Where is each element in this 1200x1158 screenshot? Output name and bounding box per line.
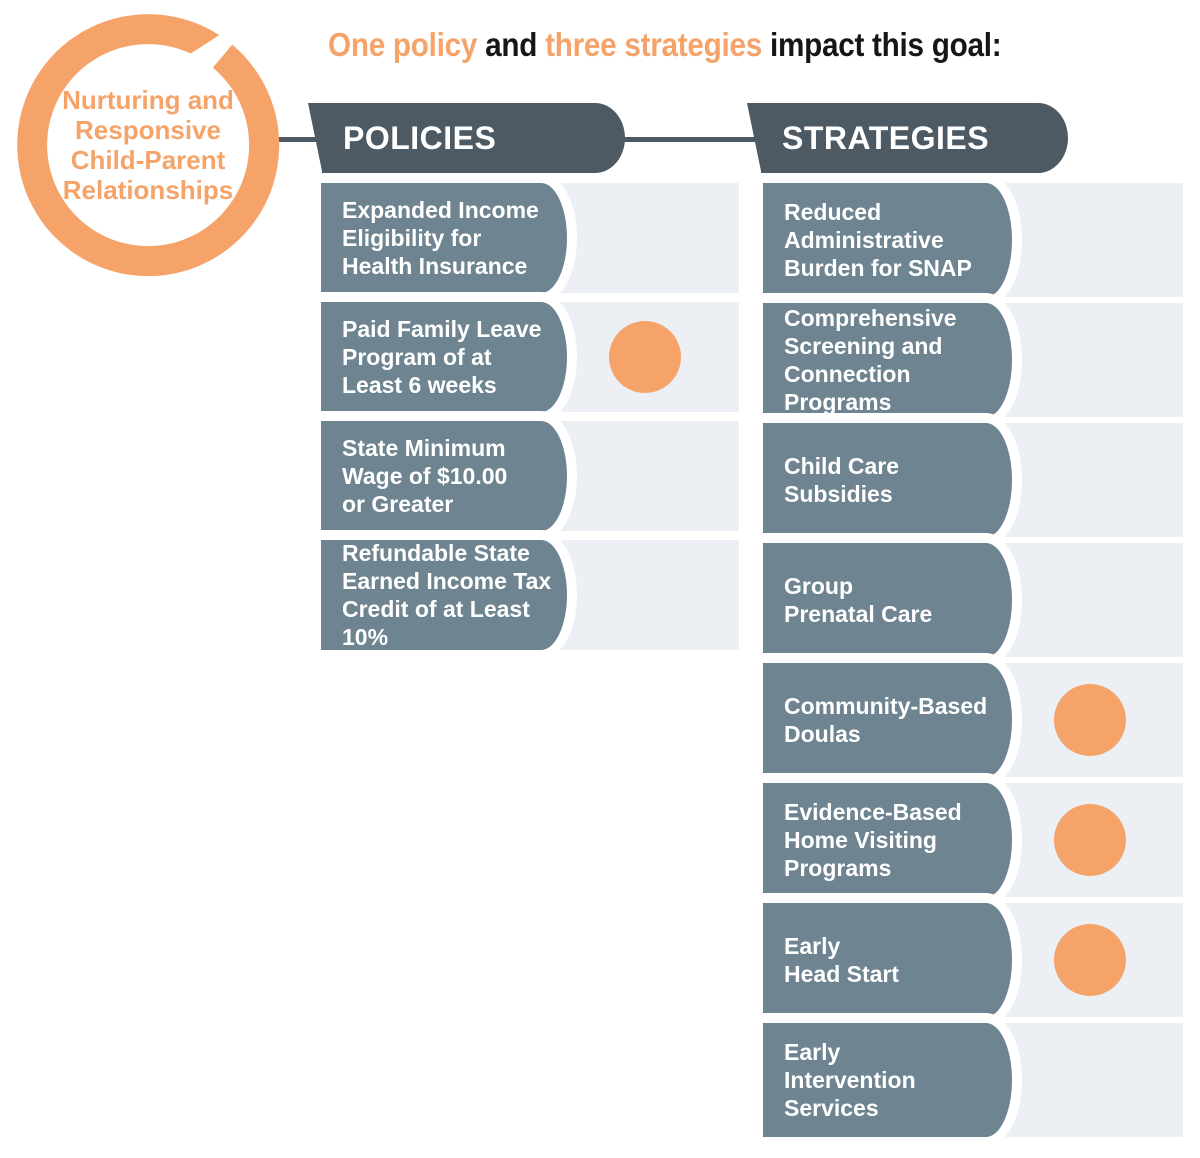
strategies-header-banner: STRATEGIES (747, 103, 1068, 173)
policy-row-eitc: Refundable State Earned Income Tax Credi… (321, 540, 739, 650)
row-track (997, 303, 1183, 417)
highlight-dot (1054, 684, 1126, 756)
row-track (997, 183, 1183, 297)
row-tab: Early Head Start (763, 903, 1012, 1017)
row-label: Evidence-Based Home Visiting Programs (784, 799, 962, 881)
row-label: State Minimum Wage of $10.00 or Greater (342, 435, 508, 517)
row-tab: Refundable State Earned Income Tax Credi… (321, 540, 567, 650)
title-segment-three-strategies: three strategies (545, 26, 770, 63)
title-segment-impact: impact this goal: (769, 26, 1002, 63)
policy-row-expanded-income: Expanded Income Eligibility for Health I… (321, 183, 739, 293)
row-tab: Community-Based Doulas (763, 663, 1012, 777)
row-track (997, 423, 1183, 537)
strategies-column: Reduced Administrative Burden for SNAP C… (763, 183, 1183, 1137)
row-label: Comprehensive Screening and Connection P… (784, 305, 957, 415)
goal-label: Nurturing and Responsive Child-Parent Re… (62, 85, 234, 205)
strategies-header-shape (761, 103, 1068, 173)
row-tab: Reduced Administrative Burden for SNAP (763, 183, 1012, 297)
row-label: Refundable State Earned Income Tax Credi… (342, 540, 552, 650)
row-tab: Child Care Subsidies (763, 423, 1012, 537)
row-tab: Group Prenatal Care (763, 543, 1012, 657)
title-segment-and: and (485, 26, 546, 63)
policies-header-banner: POLICIES (308, 103, 625, 173)
strategy-row-child-care-subsidies: Child Care Subsidies (763, 423, 1183, 537)
row-label: Reduced Administrative Burden for SNAP (784, 199, 972, 281)
row-track (552, 421, 739, 531)
policies-header-shape (322, 103, 625, 173)
row-track (552, 540, 739, 650)
strategies-header-label: STRATEGIES (782, 120, 990, 156)
row-tab: Comprehensive Screening and Connection P… (763, 303, 1012, 417)
highlight-dot (1054, 924, 1126, 996)
row-label: Early Intervention Services (784, 1039, 916, 1121)
strategy-row-home-visiting: Evidence-Based Home Visiting Programs (763, 783, 1183, 897)
row-label: Paid Family Leave Program of at Least 6 … (342, 316, 542, 398)
row-tab: Evidence-Based Home Visiting Programs (763, 783, 1012, 897)
policy-row-minimum-wage: State Minimum Wage of $10.00 or Greater (321, 421, 739, 531)
title-segment-one-policy: One policy (328, 26, 486, 63)
row-tab: Paid Family Leave Program of at Least 6 … (321, 302, 567, 412)
row-tab: State Minimum Wage of $10.00 or Greater (321, 421, 567, 531)
strategy-row-snap: Reduced Administrative Burden for SNAP (763, 183, 1183, 297)
strategy-row-early-head-start: Early Head Start (763, 903, 1183, 1017)
page-title: One policy and three strategies impact t… (328, 26, 1002, 64)
row-track (997, 1023, 1183, 1137)
policies-column: Expanded Income Eligibility for Health I… (321, 183, 739, 650)
row-tab: Early Intervention Services (763, 1023, 1012, 1137)
row-label: Community-Based Doulas (784, 693, 988, 747)
highlight-dot (609, 321, 681, 393)
row-label: Early Head Start (784, 933, 900, 987)
row-label: Child Care Subsidies (784, 453, 900, 507)
strategy-row-group-prenatal-care: Group Prenatal Care (763, 543, 1183, 657)
strategy-row-community-doulas: Community-Based Doulas (763, 663, 1183, 777)
strategy-row-screening: Comprehensive Screening and Connection P… (763, 303, 1183, 417)
row-label: Expanded Income Eligibility for Health I… (342, 197, 539, 279)
row-track (552, 183, 739, 293)
row-tab: Expanded Income Eligibility for Health I… (321, 183, 567, 293)
row-track (997, 543, 1183, 657)
highlight-dot (1054, 804, 1126, 876)
policies-header-label: POLICIES (343, 120, 497, 156)
strategy-row-early-intervention: Early Intervention Services (763, 1023, 1183, 1137)
policy-row-paid-family-leave: Paid Family Leave Program of at Least 6 … (321, 302, 739, 412)
row-label: Group Prenatal Care (784, 573, 933, 627)
